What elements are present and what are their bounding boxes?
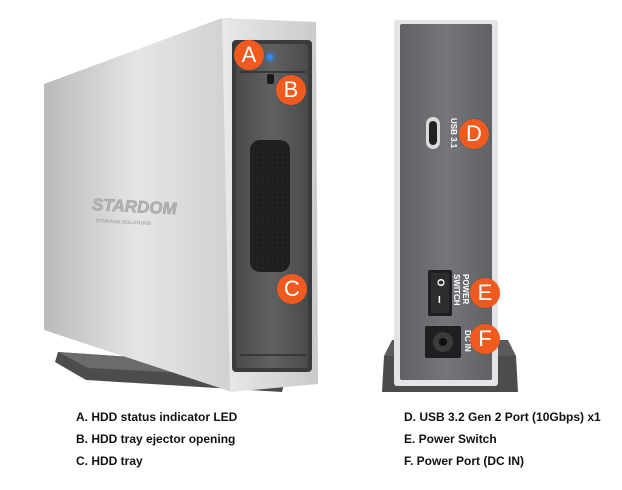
legend-item-c: C. HDD tray — [76, 454, 143, 468]
legend-item-f: F. Power Port (DC IN) — [404, 454, 525, 468]
legend-item-a: A. HDD status indicator LED — [76, 410, 238, 424]
brand-logo: STARDOM — [92, 195, 177, 218]
marker-c: C — [277, 274, 307, 304]
marker-e: E — [470, 278, 500, 308]
marker-a: A — [234, 40, 264, 70]
legend-item-e: E. Power Switch — [404, 432, 497, 446]
brand-tagline: STORAGE SOLUTIONS — [96, 218, 152, 227]
enclosure-side — [44, 18, 232, 392]
power-label-line2: SWITCH — [452, 274, 461, 306]
usb-label: USB 3.1 — [449, 118, 458, 149]
power-label-line1: POWER — [461, 274, 470, 305]
legend-front: A. HDD status indicator LED B. HDD tray … — [76, 406, 237, 472]
marker-f: F — [470, 324, 500, 354]
product-illustration: STARDOM STORAGE SOLUTIONS O I USB 3.1 PO… — [44, 18, 518, 392]
marker-b: B — [276, 75, 306, 105]
marker-d: D — [459, 119, 489, 149]
legend-item-b: B. HDD tray ejector opening — [76, 432, 236, 446]
legend-rear: D. USB 3.2 Gen 2 Port (10Gbps) x1 E. Pow… — [404, 406, 601, 472]
switch-off-glyph: O — [434, 278, 446, 287]
ejector-opening — [267, 74, 274, 84]
status-led — [267, 54, 273, 60]
legend-item-d: D. USB 3.2 Gen 2 Port (10Gbps) x1 — [404, 410, 601, 424]
switch-on-glyph: I — [438, 295, 441, 306]
enclosure-drawing: STARDOM STORAGE SOLUTIONS — [44, 18, 518, 392]
power-switch-label: POWER SWITCH — [452, 274, 470, 306]
